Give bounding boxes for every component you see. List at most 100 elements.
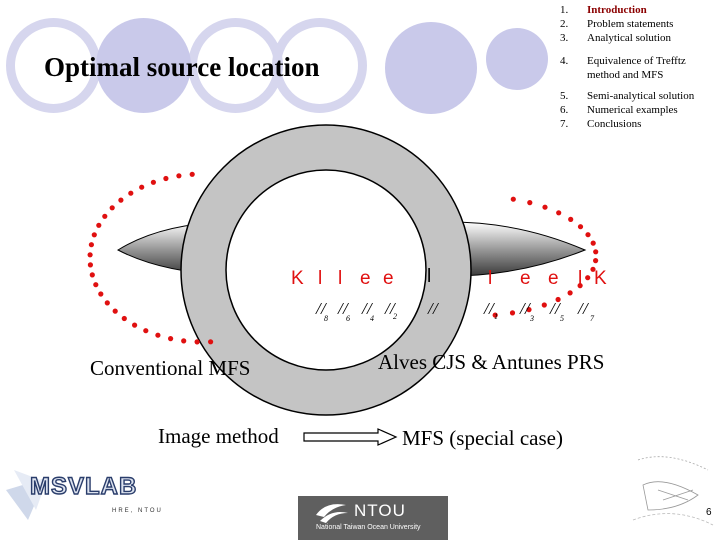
outline-text: Numerical examples [587,104,678,116]
source-point [88,242,94,248]
source-point [590,266,596,272]
source-point [555,296,561,303]
source-point [93,282,99,288]
source-point [492,312,498,318]
letter-l: l [338,268,342,289]
source-point [121,315,127,322]
svg-text:/: / [366,299,374,318]
source-point [143,328,149,334]
outline-text: Equivalence of Trefftz method and MFS [587,55,686,81]
image-method-label: Image method [158,424,279,448]
source-point [150,179,156,185]
letter-K-left: K [291,268,304,289]
svg-text:/: / [488,299,496,318]
source-point [556,210,562,216]
svg-text:/: / [384,299,392,318]
source-point [577,283,583,289]
outline-item[interactable]: 4. Equivalence of Trefftz method and MFS [560,54,687,82]
letter-l: l [318,268,322,289]
svg-text:/: / [427,299,435,318]
right-letters-group: l l e e l K [427,266,607,289]
outline-item[interactable]: 1.Introduction [560,3,720,17]
outline-text: Conclusions [587,118,642,130]
source-point [189,171,195,177]
source-points-group [87,171,599,345]
ntou-emblem-icon [316,504,348,523]
outline-item[interactable]: 7.Conclusions [560,117,720,131]
subscript-label: 2 [393,312,397,321]
source-point [168,336,174,342]
source-point [181,338,187,344]
subscript-label: 4 [370,314,374,323]
source-point [590,240,596,246]
source-point [526,307,532,313]
svg-text:/: / [554,299,562,318]
source-point [585,232,591,238]
slide-title: Optimal source location [44,52,320,82]
source-point [87,262,93,268]
source-point [176,173,182,179]
decorative-ring-3 [272,18,367,113]
letter-e: e [360,268,371,289]
source-point [112,308,118,314]
svg-text:/: / [315,299,323,318]
decorative-disc-3 [486,28,548,90]
svg-text:/: / [337,299,345,318]
source-point [585,275,591,281]
svg-text:/: / [483,299,491,318]
source-point [568,216,574,222]
outline-item[interactable]: 2. Problem statements [560,17,720,31]
right-subscript-marks: // 1 // 3 // 5 // 7 [483,299,595,323]
outline-group-3: 5.Semi-analytical solution 6. Numerical e… [560,89,720,131]
svg-text:/: / [549,299,557,318]
source-point [510,196,516,202]
subscript-label: 8 [324,314,328,323]
subscript-label: 5 [560,314,564,323]
subscript-label: 1 [494,312,498,321]
svg-text:/: / [432,299,440,318]
svg-text:HRE, NTOU: HRE, NTOU [112,508,163,514]
source-point [593,258,599,264]
outline-number: 2. [560,18,569,30]
outline-text: Problem statements [587,18,674,30]
sketch-decoration-icon [632,456,714,526]
ntou-subtitle: National Taiwan Ocean University [316,524,421,531]
source-point [139,184,145,190]
source-point [567,290,573,296]
letter-e: e [548,268,559,289]
outline-number: 1. [560,4,569,16]
outline-item[interactable]: 6. Numerical examples [560,103,720,117]
source-point [194,339,200,345]
source-point [118,197,124,203]
mfs-special-case-label: MFS (special case) [402,426,563,450]
source-point [98,291,104,297]
letter-e: e [383,268,394,289]
outline-item[interactable]: 3.Analytical solution [560,31,720,45]
svg-text:/: / [519,299,527,318]
annular-domain-inner [225,169,427,371]
ntou-name: NTOU [354,501,406,520]
outline-number: 5. [560,90,569,102]
outline-number: 3. [560,32,569,44]
svg-text:/: / [389,299,397,318]
subscript-label: 7 [590,314,595,323]
conventional-mfs-label: Conventional MFS [90,356,251,380]
left-subscript-marks: // 8 // 6 // 4 // 2 // [315,299,440,323]
outline-item[interactable]: 5.Semi-analytical solution [560,89,720,103]
decorative-disc-1 [96,18,191,113]
msvlab-logo: MSVLAB HRE, NTOU [6,470,163,520]
source-point [132,322,138,328]
page-number: 6 [706,507,712,518]
right-leaf-domain [449,221,587,277]
source-point [542,204,548,210]
outline-number: 4. [560,55,569,67]
svg-text:/: / [320,299,328,318]
ntou-logo: NTOU National Taiwan Ocean University [298,496,448,540]
outline-group-1: 1.Introduction 2. Problem statements 3.An… [560,3,720,45]
source-point [208,339,214,345]
outline-number: 6. [560,104,569,116]
svg-text:/: / [361,299,369,318]
decorative-disc-2 [385,22,477,114]
double-arrow-icon [303,428,398,446]
